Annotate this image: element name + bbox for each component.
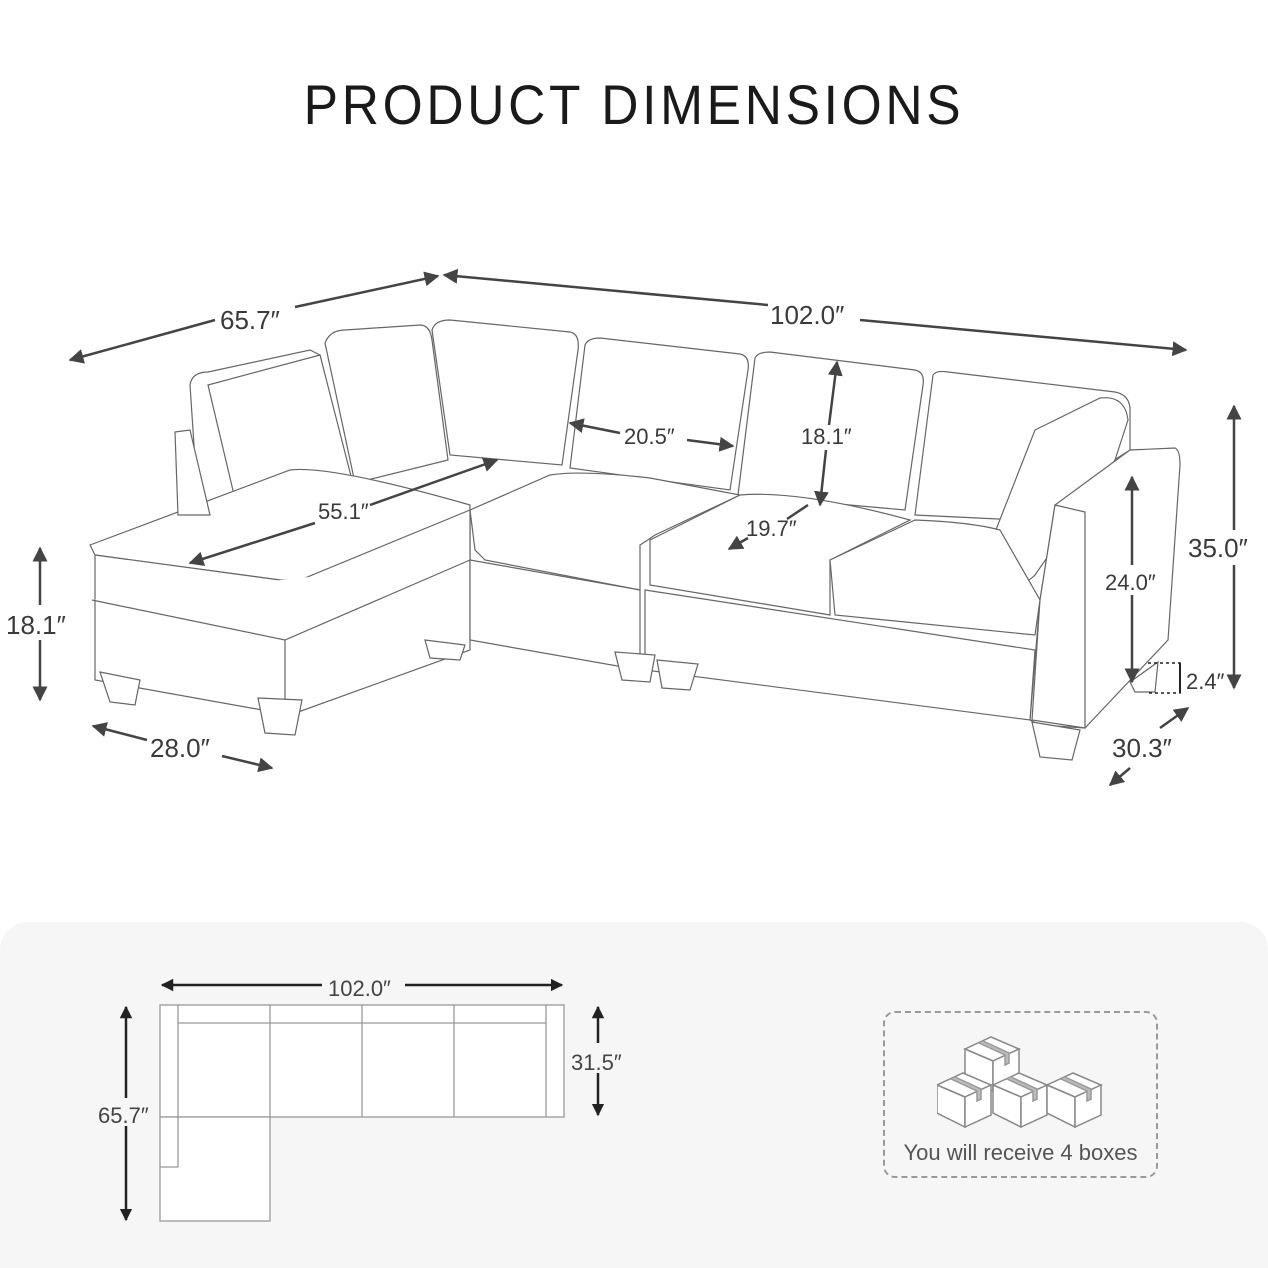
top-view-depth: 65.7″ (98, 1103, 149, 1128)
dim-seat-back-width: 20.5″ (624, 424, 675, 449)
dim-arm-height: 24.0″ (1105, 570, 1156, 595)
dim-arm-depth: 30.3″ (1112, 733, 1172, 763)
sofa-top-view-drawing (119, 978, 605, 1222)
dim-back-height: 18.1″ (801, 424, 852, 449)
dim-chaise-width: 28.0″ (150, 733, 210, 763)
dim-seat-depth: 19.7″ (746, 516, 797, 541)
page-title: PRODUCT DIMENSIONS (303, 73, 965, 136)
top-view-sofa-depth: 31.5″ (571, 1050, 622, 1075)
boxes-label: You will receive 4 boxes (903, 1140, 1138, 1165)
boxes-icon (937, 1036, 1103, 1129)
dim-overall-depth: 65.7″ (220, 305, 280, 335)
dim-overall-height: 35.0″ (1188, 533, 1248, 563)
dim-chaise-length: 55.1″ (318, 499, 369, 524)
dim-overall-width: 102.0″ (770, 300, 845, 330)
dim-leg-height: 2.4″ (1186, 669, 1225, 694)
top-view-width: 102.0″ (328, 976, 391, 1001)
boxes-card: You will receive 4 boxes (883, 1011, 1158, 1178)
dim-seat-height: 18.1″ (6, 610, 66, 640)
sofa-perspective-drawing (32, 268, 1242, 786)
